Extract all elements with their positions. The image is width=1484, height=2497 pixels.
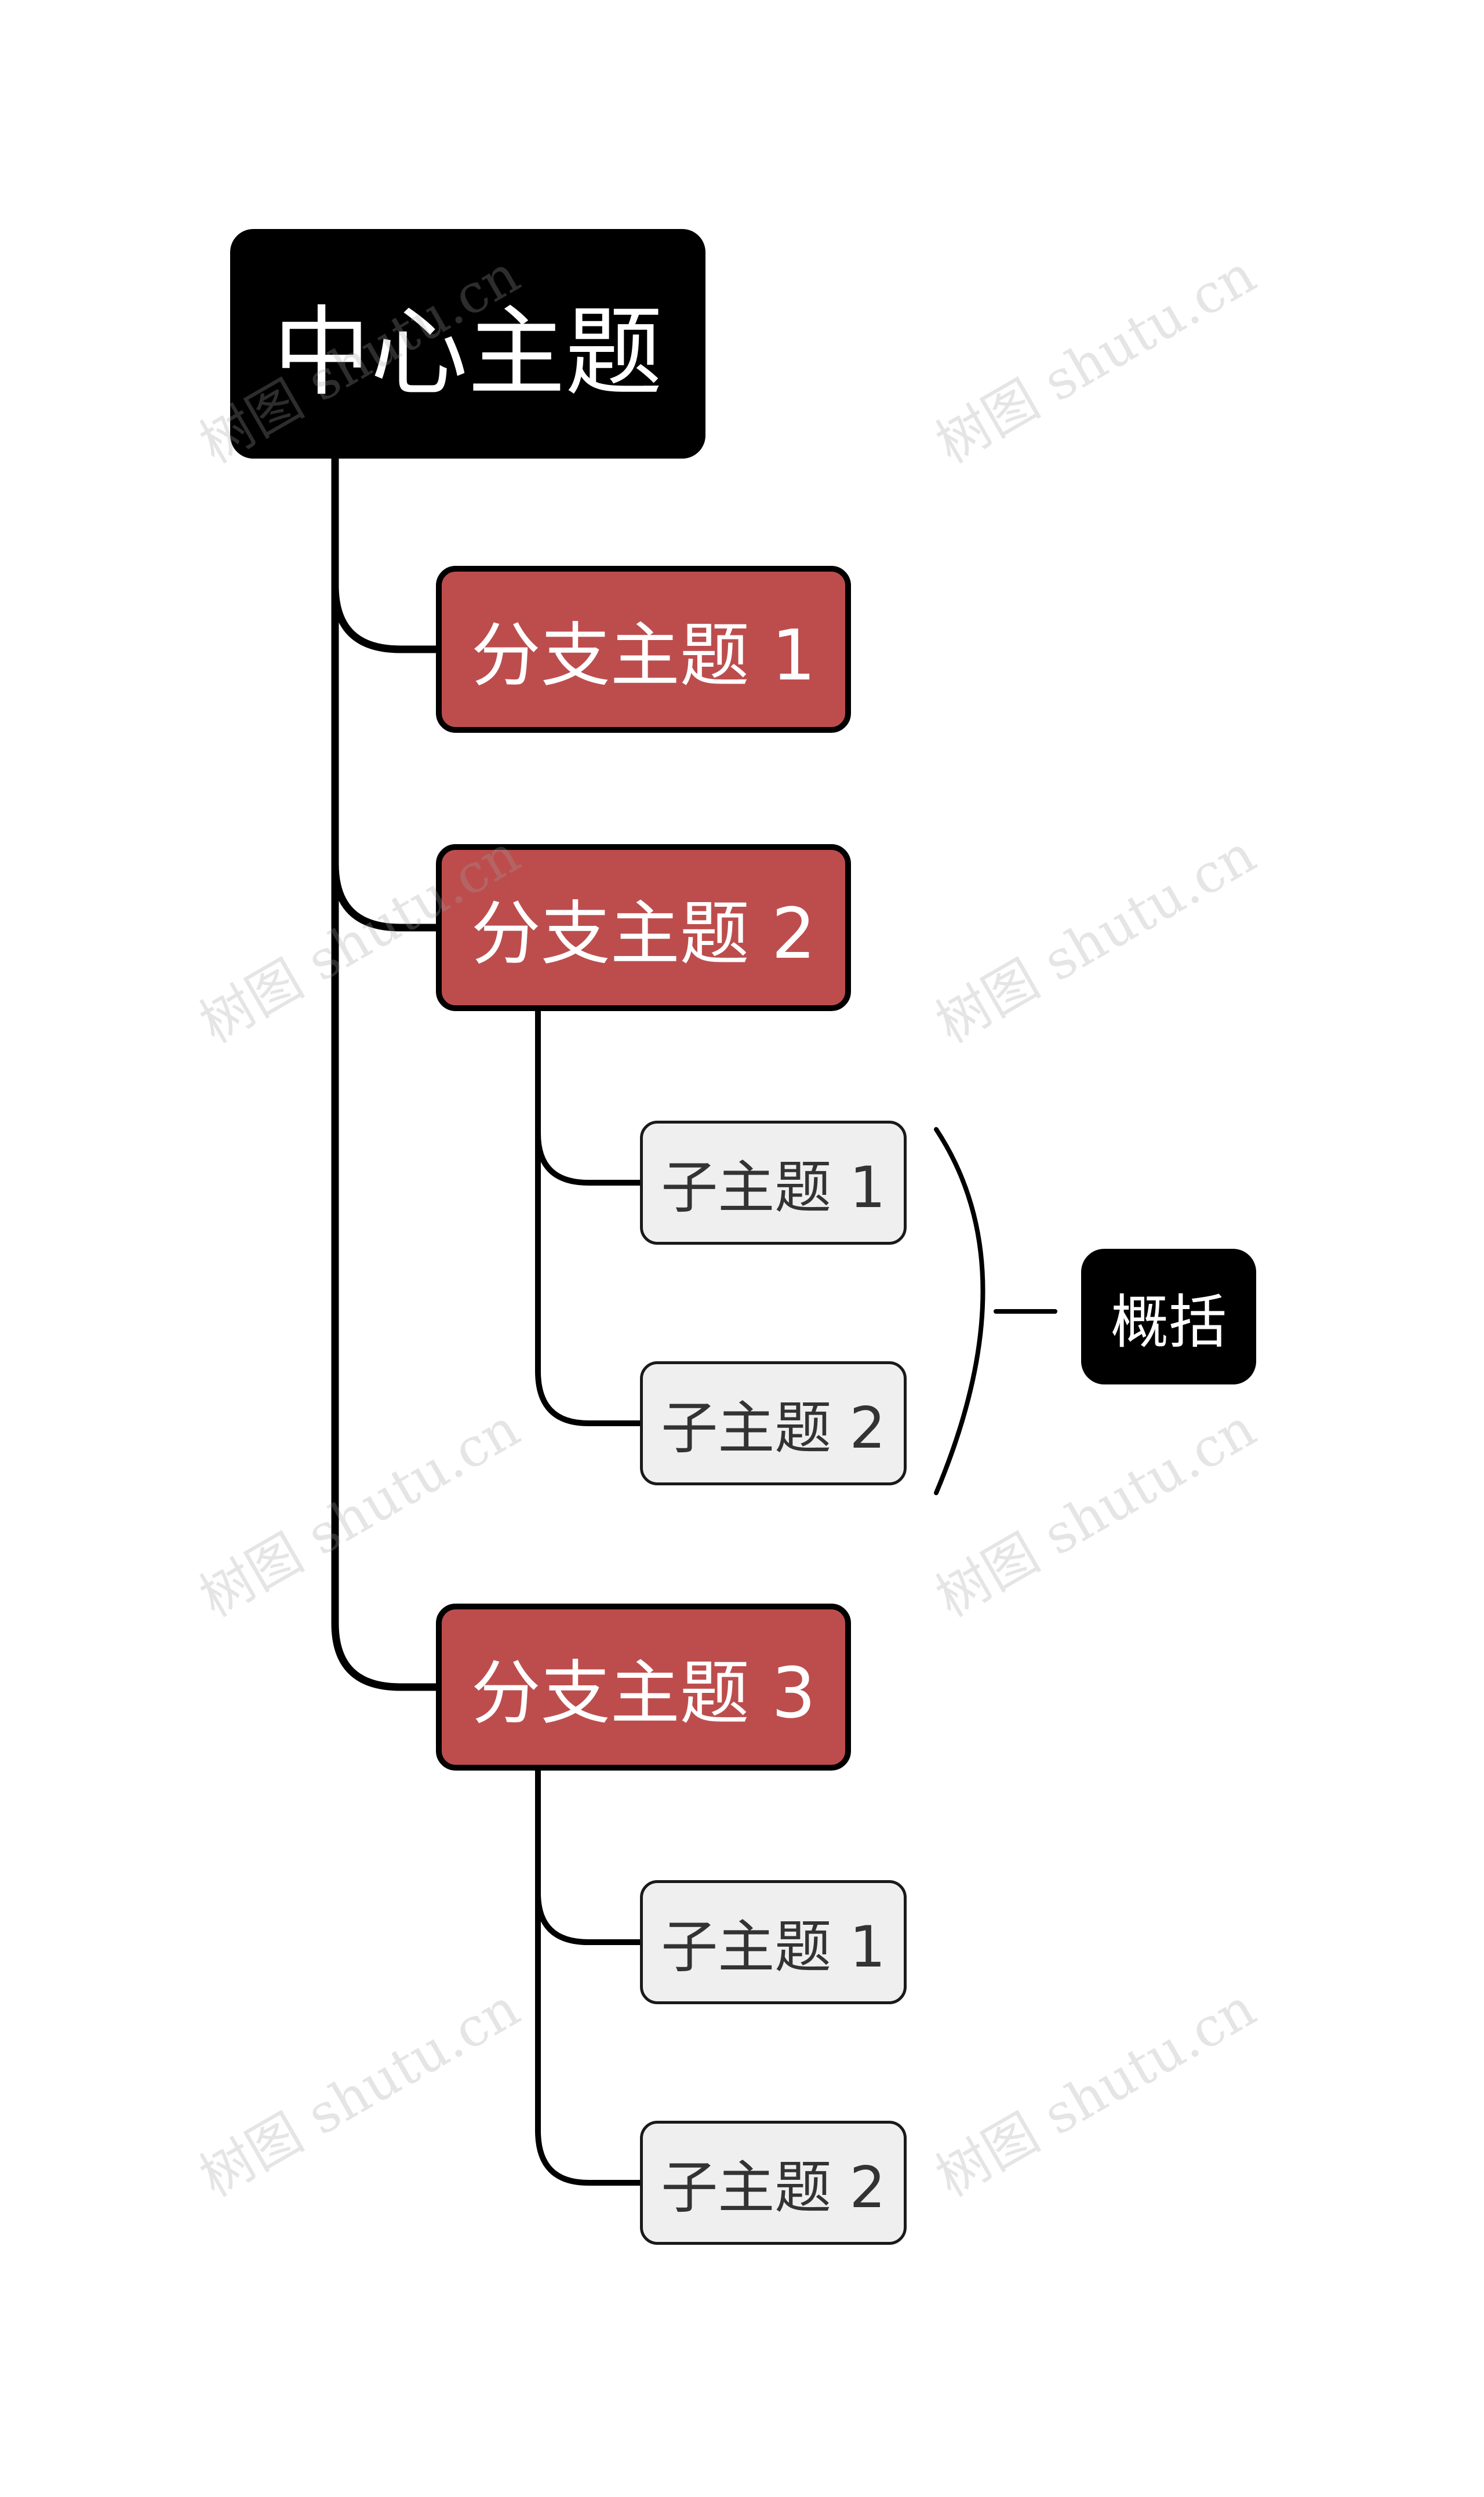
subtopic-b2-1[interactable]: 子主题 1 — [640, 1121, 907, 1245]
subtopic-b3-2[interactable]: 子主题 2 — [640, 2121, 907, 2245]
connector-b3-sub-2 — [535, 1890, 643, 2186]
summary-topic[interactable]: 概括 — [1081, 1249, 1256, 1384]
branch-topic-1[interactable]: 分支主题 1 — [436, 566, 851, 733]
summary-bracket — [934, 1127, 985, 1495]
subtopic-b2-2[interactable]: 子主题 2 — [640, 1361, 907, 1485]
connector-branch-3 — [331, 860, 440, 1691]
connector-branch-1 — [331, 455, 440, 653]
branch-topic-3[interactable]: 分支主题 3 — [436, 1604, 851, 1771]
connector-b2-sub-1 — [535, 1008, 643, 1186]
branch-topic-2[interactable]: 分支主题 2 — [436, 844, 851, 1011]
central-topic[interactable]: 中心主题 — [230, 229, 705, 459]
subtopic-b3-1[interactable]: 子主题 1 — [640, 1880, 907, 2004]
connector-b2-sub-2 — [535, 1131, 643, 1426]
connector-b3-sub-1 — [535, 1768, 643, 1945]
